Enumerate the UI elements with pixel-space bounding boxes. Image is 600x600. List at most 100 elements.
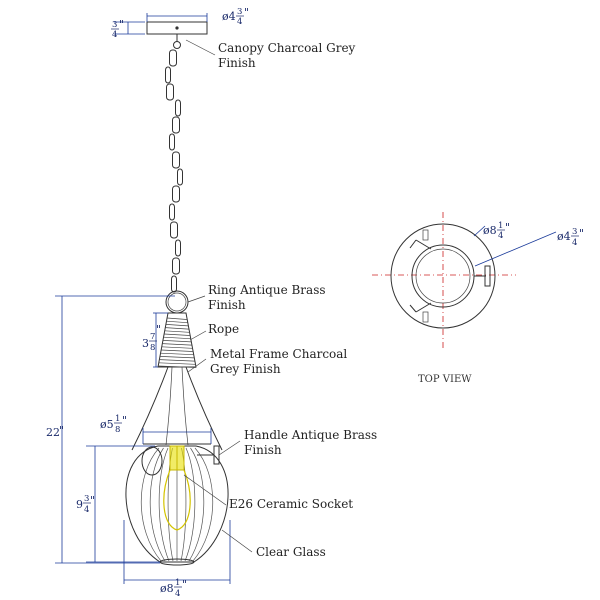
rope-cover xyxy=(157,312,197,368)
dim-canopy-height-den: 4 xyxy=(112,30,117,40)
rope-wrap-line xyxy=(164,330,190,333)
rope-wrap-line xyxy=(161,346,193,349)
chain-link xyxy=(165,66,171,84)
dim-canopy-diameter-whole: ø4 xyxy=(222,10,236,23)
dim-top-outer-diameter-den: 4 xyxy=(498,231,503,241)
top-view xyxy=(372,212,557,350)
chain-link xyxy=(172,151,180,169)
label-frame-line2: Grey Finish xyxy=(210,362,281,376)
overall-height-dimension xyxy=(55,295,175,564)
rope-wrap-line xyxy=(158,365,196,368)
dim-canopy-height: 3 4 " xyxy=(111,18,124,40)
canopy xyxy=(146,21,208,49)
chain-link xyxy=(170,221,178,239)
dim-overall-height-unit: " xyxy=(59,424,64,437)
dim-top-inner-diameter-unit: " xyxy=(579,227,584,240)
dim-top-inner-diameter-den: 4 xyxy=(572,238,577,248)
chain-link xyxy=(172,257,180,275)
handle-right xyxy=(197,445,220,465)
dim-canopy-diameter-den: 4 xyxy=(237,17,242,27)
dim-top-outer-diameter-unit: " xyxy=(505,221,510,234)
chain-link xyxy=(172,116,180,134)
shade-height-dimension xyxy=(86,445,160,563)
rope-wrap-line xyxy=(163,336,191,340)
rope-wrap-line xyxy=(158,362,196,365)
dim-canopy-diameter-unit: " xyxy=(244,6,249,19)
chain-link xyxy=(169,133,175,151)
dim-shade-height-whole: 9 xyxy=(76,498,83,511)
dim-shade-height-unit: " xyxy=(90,494,95,507)
rope-wrap-line xyxy=(165,327,189,330)
dim-frame-top-diameter-den: 8 xyxy=(115,425,120,435)
dim-rope-height-unit: " xyxy=(156,323,161,336)
dim-rope-height-whole: 3 xyxy=(142,337,149,350)
chain-link xyxy=(175,99,181,117)
label-handle-line2: Finish xyxy=(244,443,282,457)
dim-rope-height: 3 7 8 " xyxy=(142,323,161,353)
shade-rib xyxy=(149,447,166,562)
chain-link xyxy=(177,168,183,186)
dim-shade-diameter-unit: " xyxy=(182,578,187,591)
rope-wrap-line xyxy=(161,349,193,352)
label-ring-line2: Finish xyxy=(208,298,246,312)
dim-top-inner-diameter: ø4 3 4 " xyxy=(557,227,584,248)
label-ring-line1: Ring Antique Brass xyxy=(208,283,326,297)
chain-link xyxy=(171,275,177,293)
dim-frame-top-diameter-whole: ø5 xyxy=(100,418,114,431)
dim-shade-diameter-num: 1 xyxy=(175,578,180,588)
dim-overall-height-whole: 22 xyxy=(46,426,60,439)
dim-canopy-diameter: ø4 3 4 " xyxy=(222,6,249,27)
metal-frame xyxy=(131,366,223,451)
handle-left xyxy=(141,446,163,476)
dim-canopy-height-unit: " xyxy=(119,18,124,31)
label-frame-line1: Metal Frame Charcoal xyxy=(210,347,347,361)
dim-canopy-height-num: 3 xyxy=(112,20,117,30)
dim-shade-diameter-whole: ø8 xyxy=(160,582,174,595)
shade-rib xyxy=(140,447,162,562)
shade-rib xyxy=(188,447,205,562)
label-top-view: TOP VIEW xyxy=(418,374,472,385)
label-socket: E26 Ceramic Socket xyxy=(229,497,353,511)
chain-link xyxy=(166,83,174,101)
rope-wrap-line xyxy=(166,320,188,324)
shade-diameter-dimension xyxy=(123,520,231,584)
shade-rib xyxy=(158,447,170,562)
label-rope: Rope xyxy=(208,322,239,336)
rope-wrap-line xyxy=(165,324,189,327)
dim-rope-height-num: 7 xyxy=(150,332,155,342)
shade-rib xyxy=(192,447,214,562)
dim-top-outer-diameter-whole: ø8 xyxy=(483,224,497,237)
chain-link xyxy=(175,239,181,257)
dim-frame-top-diameter-num: 1 xyxy=(115,414,120,424)
dim-top-inner-diameter-num: 3 xyxy=(572,227,577,237)
label-glass: Clear Glass xyxy=(256,545,326,559)
rope-wrap-line xyxy=(167,317,187,320)
label-canopy-line1: Canopy Charcoal Grey xyxy=(218,41,356,55)
dim-shade-height-den: 4 xyxy=(84,505,89,515)
dim-shade-height: 9 3 4 " xyxy=(76,494,95,515)
dim-frame-top-diameter: ø5 1 8 " xyxy=(100,414,127,435)
dim-overall-height: 22 " xyxy=(46,424,64,439)
chain-link xyxy=(169,203,175,221)
chain-link xyxy=(169,49,177,67)
shade-rib xyxy=(184,447,196,562)
ceramic-socket xyxy=(163,445,191,531)
dim-frame-top-diameter-unit: " xyxy=(122,414,127,427)
leader-lines xyxy=(183,39,253,553)
canopy-dimensions xyxy=(114,13,208,35)
dim-top-outer-diameter-num: 1 xyxy=(498,221,503,231)
rope-wrap-line xyxy=(162,343,192,346)
dim-rope-height-den: 8 xyxy=(150,343,155,353)
dim-canopy-diameter-num: 3 xyxy=(237,7,242,17)
rope-wrap-line xyxy=(162,340,192,343)
rope-height-dimension xyxy=(153,312,168,368)
chain xyxy=(165,49,183,293)
chain-link xyxy=(172,185,180,203)
dim-shade-diameter-den: 4 xyxy=(175,589,180,599)
dim-top-outer-diameter: ø8 1 4 " xyxy=(483,221,510,241)
rope-wrap-line xyxy=(164,333,190,336)
label-handle-line1: Handle Antique Brass xyxy=(244,428,377,442)
rope-wrap-line xyxy=(160,352,194,356)
